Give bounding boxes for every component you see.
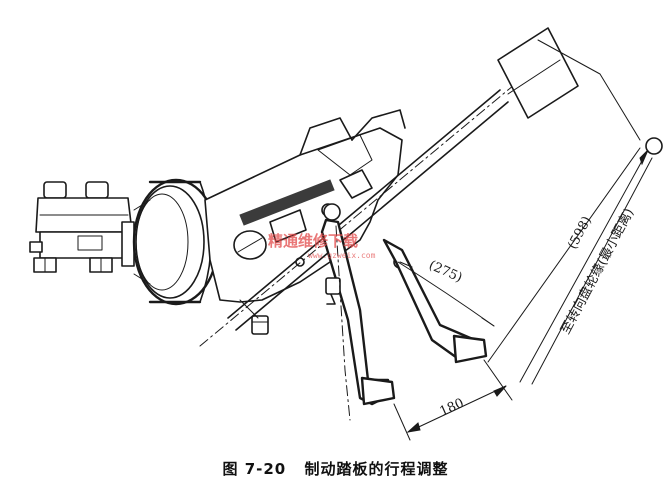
brake-pedal <box>320 203 488 421</box>
figure-caption: 图 7-20 制动踏板的行程调整 <box>0 458 671 479</box>
dimension-label-598: (598) <box>565 214 595 252</box>
dimension-label-180: 180 <box>438 396 467 420</box>
dimension-label-275: (275) <box>426 258 464 286</box>
watermark-text: 精通维修下载 <box>268 232 358 250</box>
figure-number: 图 7-20 <box>222 460 287 478</box>
wheel-distance-annotation: 至转向盘轮缘(最小距离) <box>557 206 637 337</box>
master-cylinder <box>29 181 136 273</box>
brake-booster <box>132 178 220 306</box>
dimension-lines <box>393 39 663 441</box>
watermark-url: www.gzweix.com <box>308 251 376 260</box>
pedal-bracket <box>204 109 407 335</box>
figure-title: 制动踏板的行程调整 <box>304 460 449 478</box>
